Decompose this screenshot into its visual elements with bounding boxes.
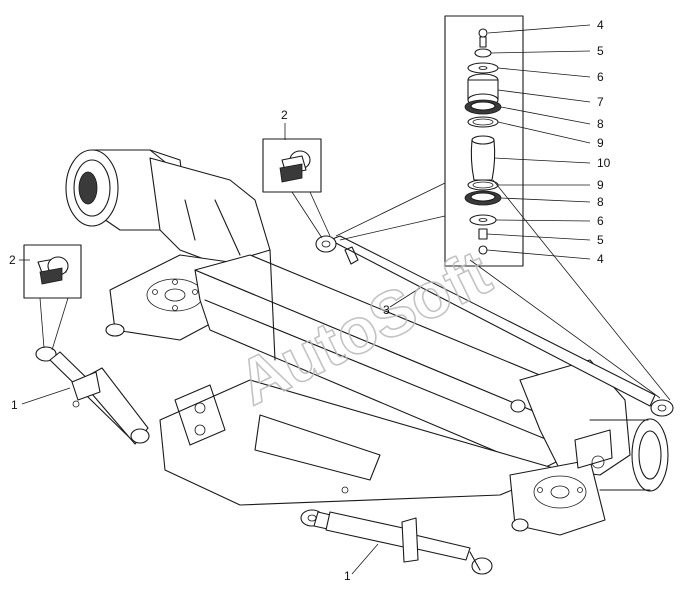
callout-label: 5 xyxy=(597,233,604,247)
callout-label: 7 xyxy=(597,95,604,109)
callout-label: 4 xyxy=(597,18,604,32)
callout-label-bottom-cylinder: 1 xyxy=(344,569,351,583)
plug-detail-top xyxy=(262,138,322,193)
callout-label-left-plug: 2 xyxy=(9,253,16,267)
bottom-cylinder xyxy=(300,509,493,575)
left-cylinder xyxy=(35,346,150,445)
callout-label: 8 xyxy=(597,195,604,209)
callout-label: 10 xyxy=(597,156,611,170)
callout-label: 9 xyxy=(597,136,604,150)
plug-detail-left xyxy=(23,244,82,299)
callout-label: 5 xyxy=(597,44,604,58)
callout-label: 4 xyxy=(597,252,604,266)
callout-label-left-cylinder: 1 xyxy=(11,398,18,412)
callout-label: 8 xyxy=(597,117,604,131)
tie-rod xyxy=(315,235,674,417)
callout-label-tie-rod: 3 xyxy=(383,303,390,317)
exploded-stack-box xyxy=(444,15,524,267)
callout-label: 9 xyxy=(597,178,604,192)
callout-label: 6 xyxy=(597,214,604,228)
axle-beam xyxy=(65,149,669,536)
callout-label-top-plug: 2 xyxy=(281,108,288,122)
leader-lines xyxy=(19,24,671,575)
callout-label: 6 xyxy=(597,70,604,84)
callout-labels: 4 5 6 7 8 9 10 9 8 6 5 4 2 2 3 1 1 xyxy=(9,18,611,583)
